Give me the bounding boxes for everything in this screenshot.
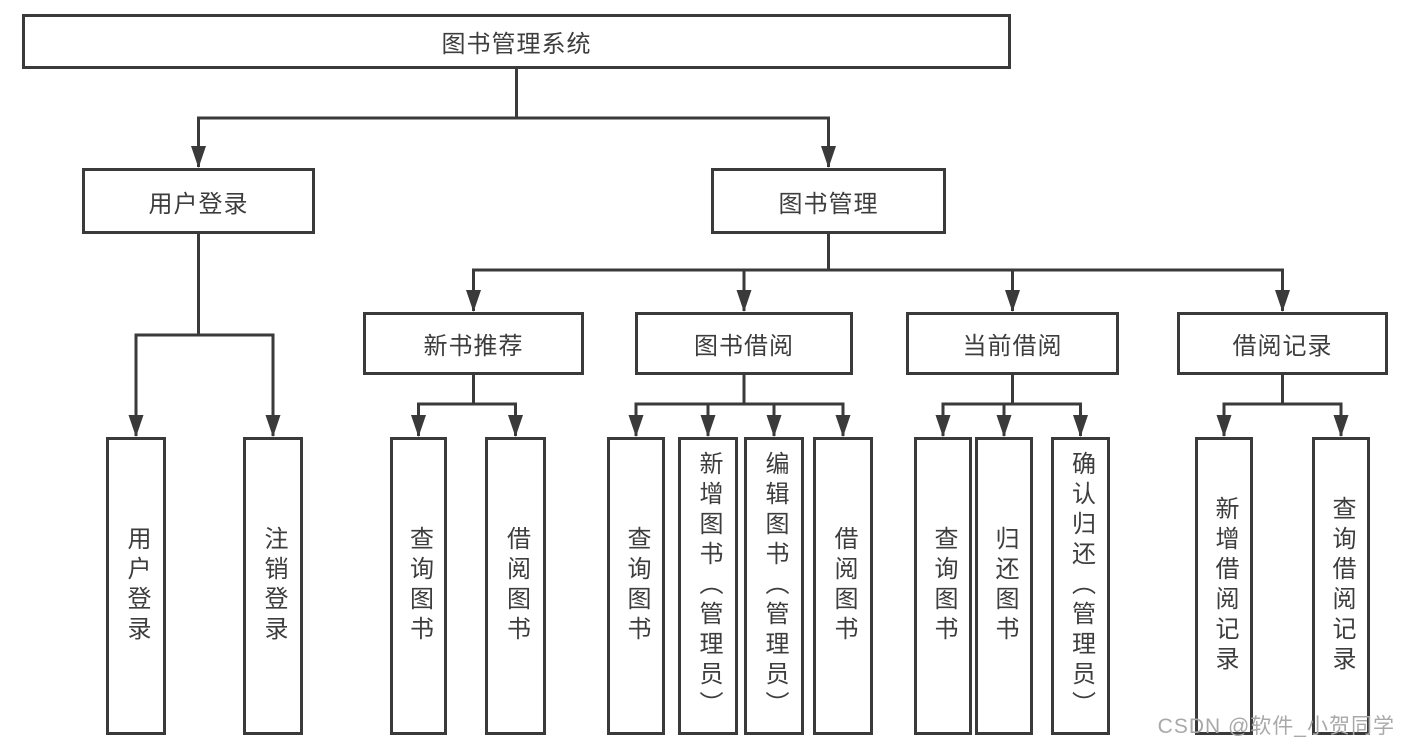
- leaf-confirm-return-admin-label: 确认归还（管理员）: [1067, 451, 1095, 721]
- connector-book-management-spine: [473, 234, 1283, 272]
- leaf-logout-label: 注销登录: [260, 526, 287, 646]
- leaf-edit-book-admin: 编辑图书（管理员）: [744, 437, 804, 735]
- csdn-watermark: CSDN @软件_小贺同学: [1157, 715, 1395, 738]
- node-user-login-label: 用户登录: [148, 190, 249, 218]
- connector-borrow-records-spine: [1224, 375, 1341, 406]
- leaf-query-book-2: 查询图书: [607, 437, 665, 735]
- leaf-borrow-book-2: 借阅图书: [813, 437, 873, 735]
- leaf-borrow-book-1-label: 借阅图书: [502, 526, 530, 646]
- leaf-query-book-3-label: 查询图书: [930, 526, 957, 646]
- node-library-system-label: 图书管理系统: [441, 31, 592, 58]
- leaf-query-borrow-record-label: 查询借阅记录: [1328, 496, 1355, 676]
- leaf-query-book-1-label: 查询图书: [405, 526, 433, 646]
- connector-user-login-spine: [136, 234, 273, 337]
- node-book-borrowing: 图书借阅: [635, 312, 853, 375]
- leaf-query-borrow-record: 查询借阅记录: [1312, 437, 1370, 735]
- node-borrow-records-label: 借阅记录: [1232, 333, 1333, 360]
- leaf-add-book-admin-label: 新增图书（管理员）: [695, 451, 722, 721]
- leaf-query-book-3: 查询图书: [914, 437, 972, 735]
- leaf-query-book-1: 查询图书: [390, 437, 447, 735]
- node-current-borrowing-label: 当前借阅: [962, 333, 1063, 360]
- leaf-confirm-return-admin: 确认归还（管理员）: [1051, 437, 1110, 735]
- leaf-query-book-2-label: 查询图书: [623, 526, 650, 646]
- leaf-add-borrow-record-label: 新增借阅记录: [1211, 496, 1238, 676]
- node-book-management-label: 图书管理: [778, 190, 879, 218]
- leaf-edit-book-admin-label: 编辑图书（管理员）: [761, 451, 788, 721]
- leaf-borrow-book-1: 借阅图书: [485, 437, 546, 735]
- node-book-management: 图书管理: [711, 168, 946, 234]
- leaf-user-login: 用户登录: [106, 437, 166, 735]
- leaf-user-login-label: 用户登录: [123, 526, 150, 646]
- leaf-return-book: 归还图书: [975, 437, 1033, 735]
- connector-book-borrowing-spine: [636, 375, 843, 406]
- leaf-add-borrow-record: 新增借阅记录: [1195, 437, 1253, 735]
- node-current-borrowing: 当前借阅: [906, 312, 1119, 375]
- leaf-add-book-admin: 新增图书（管理员）: [678, 437, 738, 735]
- connector-new-book-recommend-spine: [418, 375, 516, 406]
- leaf-return-book-label: 归还图书: [991, 526, 1018, 646]
- node-library-system: 图书管理系统: [22, 14, 1011, 69]
- connector-current-borrowing-spine: [943, 375, 1081, 406]
- node-book-borrowing-label: 图书借阅: [694, 333, 794, 360]
- node-borrow-records: 借阅记录: [1177, 312, 1388, 375]
- leaf-logout: 注销登录: [243, 437, 303, 735]
- node-new-book-recommend: 新书推荐: [363, 312, 584, 375]
- connector-root-spine: [198, 69, 829, 120]
- node-new-book-recommend-label: 新书推荐: [423, 333, 524, 360]
- node-user-login: 用户登录: [82, 168, 315, 234]
- leaf-borrow-book-2-label: 借阅图书: [830, 526, 857, 646]
